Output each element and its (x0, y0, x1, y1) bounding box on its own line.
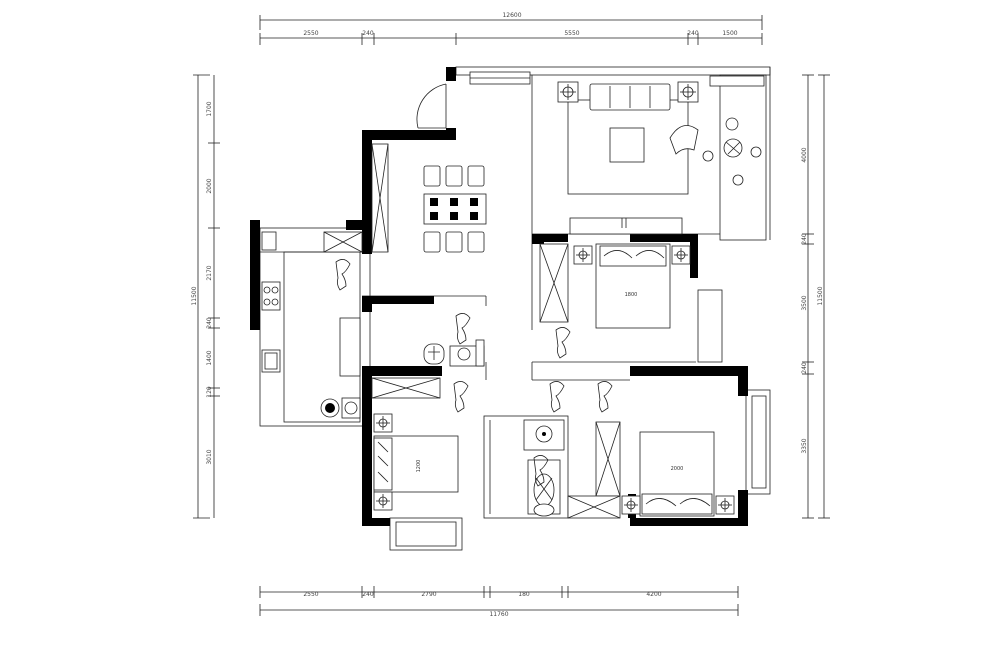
dim-left-overall: 11500 (191, 286, 198, 305)
dim-top-seg-2: 240 (362, 30, 374, 37)
bedroom-small: 1200 (371, 377, 459, 511)
coffee-table (609, 127, 645, 163)
nightstand-left (573, 245, 593, 265)
sink (261, 349, 281, 373)
bathroom-lower (523, 419, 565, 517)
stove (261, 281, 281, 311)
side-lamp-left (557, 81, 579, 103)
dim-right-seg-2: 240 (801, 233, 808, 245)
nightstand-lower (373, 491, 393, 511)
dim-top-overall: 12600 (502, 12, 521, 19)
dining-table (371, 143, 487, 253)
dimension-bottom: 2550 240 2790 180 4200 11760 (259, 586, 739, 618)
sofa (589, 83, 671, 111)
walls (250, 67, 748, 526)
dim-left-seg-5: 1400 (206, 350, 213, 365)
armchair (669, 125, 699, 155)
dim-left-seg-3: 2170 (206, 265, 213, 280)
entrance-door (416, 83, 447, 129)
dim-left-seg-4: 240 (206, 317, 213, 329)
dimension-top: 12600 2550 240 5550 240 1500 (259, 12, 763, 45)
dim-right-seg-1: 4000 (801, 147, 808, 162)
dim-bottom-overall: 11760 (489, 611, 508, 618)
dim-right-seg-3: 3500 (801, 295, 808, 310)
thin-outlines (259, 66, 771, 551)
nightstand-right (671, 245, 691, 265)
dim-bottom-seg-2: 240 (362, 591, 374, 598)
dim-top-seg-3: 5550 (564, 30, 579, 37)
side-lamp-right (677, 81, 699, 103)
dim-left-seg-2: 2000 (206, 178, 213, 193)
dim-bottom-seg-3: 2790 (421, 591, 436, 598)
bathroom-upper (423, 339, 485, 367)
fixture-symbols (335, 259, 613, 487)
kitchen (261, 231, 363, 419)
dim-right-seg-5: 3350 (801, 438, 808, 453)
bedroom-master: 2000 (567, 421, 735, 519)
dim-right-overall: 11500 (817, 286, 824, 305)
bed-size-small: 1200 (416, 460, 422, 473)
balcony-plants (702, 117, 762, 186)
dim-left-seg-1: 1700 (206, 101, 213, 116)
dim-right-seg-4: 240 (801, 362, 808, 374)
dim-top-seg-1: 2550 (303, 30, 318, 37)
dim-left-seg-6: 120 (206, 386, 213, 398)
dimension-left: 11500 1700 2000 2170 240 1400 120 3010 (191, 74, 220, 519)
dim-left-seg-7: 3010 (206, 449, 213, 464)
bed-size-second: 1800 (625, 292, 638, 298)
dim-top-seg-5: 1500 (722, 30, 737, 37)
bed-size-master: 2000 (671, 466, 684, 472)
dim-bottom-seg-1: 2550 (303, 591, 318, 598)
dim-bottom-seg-4: 180 (518, 591, 530, 598)
living-room (469, 71, 765, 235)
dim-top-seg-4: 240 (687, 30, 699, 37)
nightstand-master-right (715, 495, 735, 515)
nightstand-upper (373, 413, 393, 433)
nightstand-master-left (621, 495, 641, 515)
bedroom-second: 1800 (539, 243, 691, 329)
dim-bottom-seg-5: 4200 (646, 591, 661, 598)
dimension-right: 4000 240 3500 240 3350 11500 (801, 74, 830, 519)
